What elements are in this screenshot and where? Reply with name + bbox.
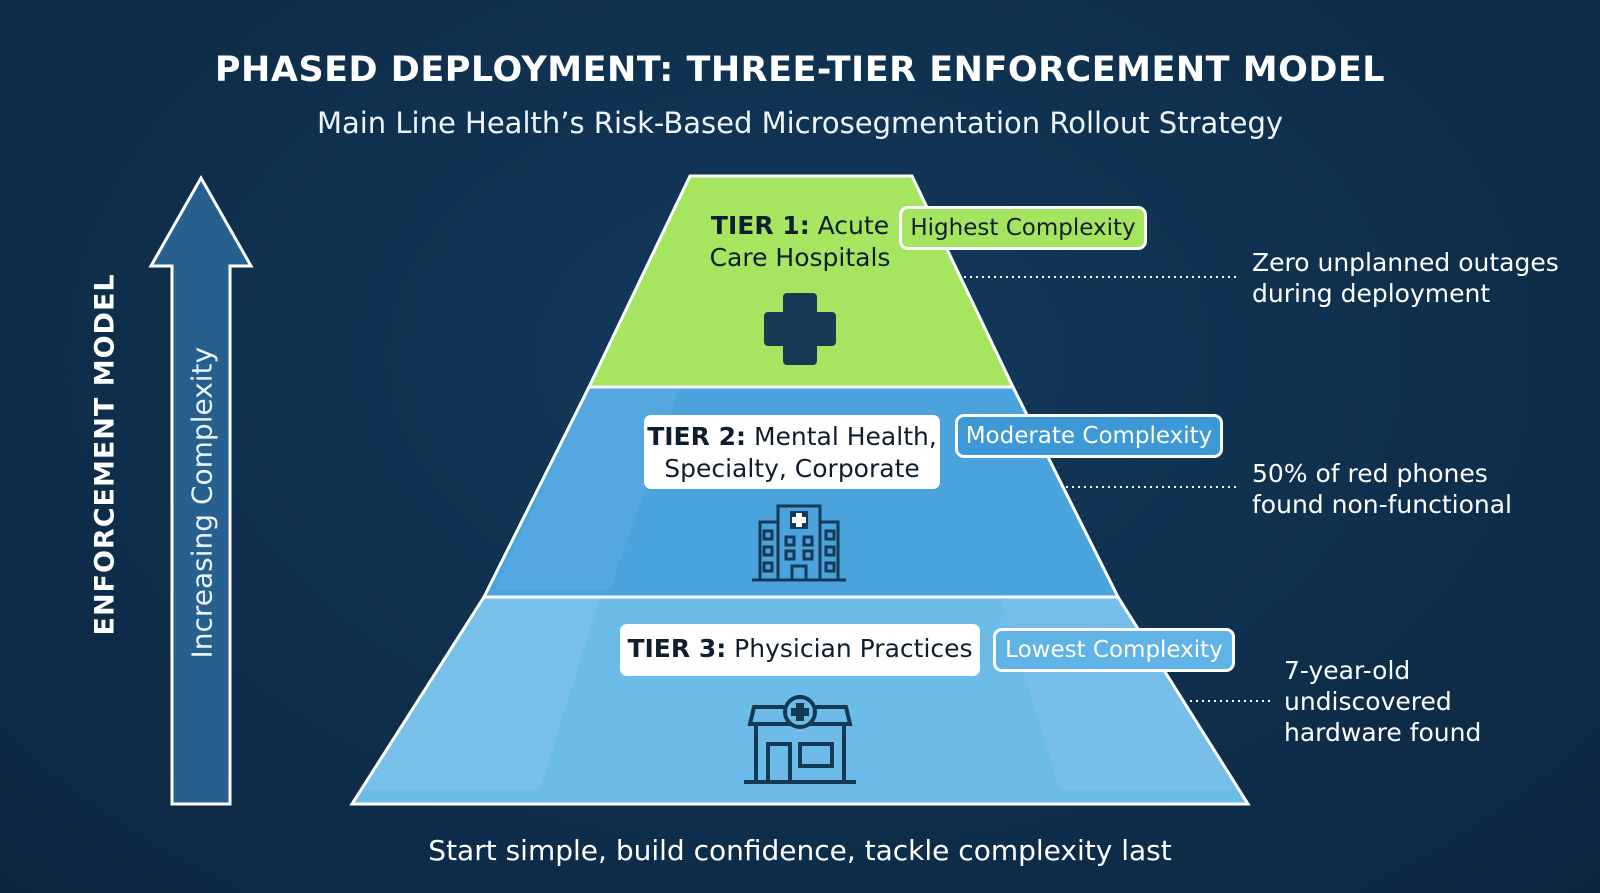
tier-3-label: TIER 3: Physician Practices bbox=[620, 624, 980, 676]
tier-1-label: TIER 1: Acute Care Hospitals bbox=[680, 210, 920, 274]
tier-1-note-line2: during deployment bbox=[1252, 279, 1491, 308]
footer-caption: Start simple, build confidence, tackle c… bbox=[428, 834, 1172, 867]
page-title: PHASED DEPLOYMENT: THREE-TIER ENFORCEMEN… bbox=[214, 50, 1386, 90]
tier-2-note: 50% of red phones found non-functional bbox=[1252, 458, 1512, 520]
enforcement-model-label: ENFORCEMENT MODEL bbox=[89, 273, 121, 636]
tier-1-name-line1: Acute bbox=[817, 211, 890, 240]
tier-2-name-line2: Specialty, Corporate bbox=[664, 454, 920, 483]
tier-3-note-line3: hardware found bbox=[1284, 718, 1482, 747]
hospital-cross-mark bbox=[792, 513, 806, 527]
tier-3-id: TIER 3: bbox=[627, 634, 727, 663]
tier-3-note: 7-year-old undiscovered hardware found bbox=[1284, 655, 1481, 748]
tier-2-label: TIER 2: Mental Health, Specialty, Corpor… bbox=[644, 415, 940, 489]
up-arrow-icon bbox=[148, 174, 254, 806]
page-subtitle: Main Line Health’s Risk-Based Microsegme… bbox=[316, 106, 1284, 140]
tier-2-id: TIER 2: bbox=[647, 422, 746, 451]
tier-2-complexity-badge: Moderate Complexity bbox=[955, 414, 1223, 458]
tier-3-complexity-badge: Lowest Complexity bbox=[993, 628, 1235, 672]
tier-1-note: Zero unplanned outages during deployment bbox=[1252, 247, 1559, 309]
clinic-icon bbox=[744, 695, 856, 784]
tier-3-note-line2: undiscovered bbox=[1284, 687, 1452, 716]
tier-2-note-line1: 50% of red phones bbox=[1252, 459, 1488, 488]
medical-cross-icon bbox=[764, 293, 836, 365]
tier-1-id: TIER 1: bbox=[710, 211, 810, 240]
increasing-complexity-label: Increasing Complexity bbox=[185, 346, 219, 659]
tier-1-name-line2: Care Hospitals bbox=[709, 243, 891, 272]
tier-1-note-line1: Zero unplanned outages bbox=[1252, 248, 1559, 277]
clinic-cross-mark bbox=[791, 703, 809, 721]
tier-3-name-line1: Physician Practices bbox=[734, 634, 973, 663]
tier-3-note-line1: 7-year-old bbox=[1284, 656, 1411, 685]
tier-2-name-line1: Mental Health, bbox=[753, 422, 937, 451]
tier-2-note-line2: found non-functional bbox=[1252, 490, 1512, 519]
tier-1-complexity-badge: Highest Complexity bbox=[899, 206, 1147, 250]
